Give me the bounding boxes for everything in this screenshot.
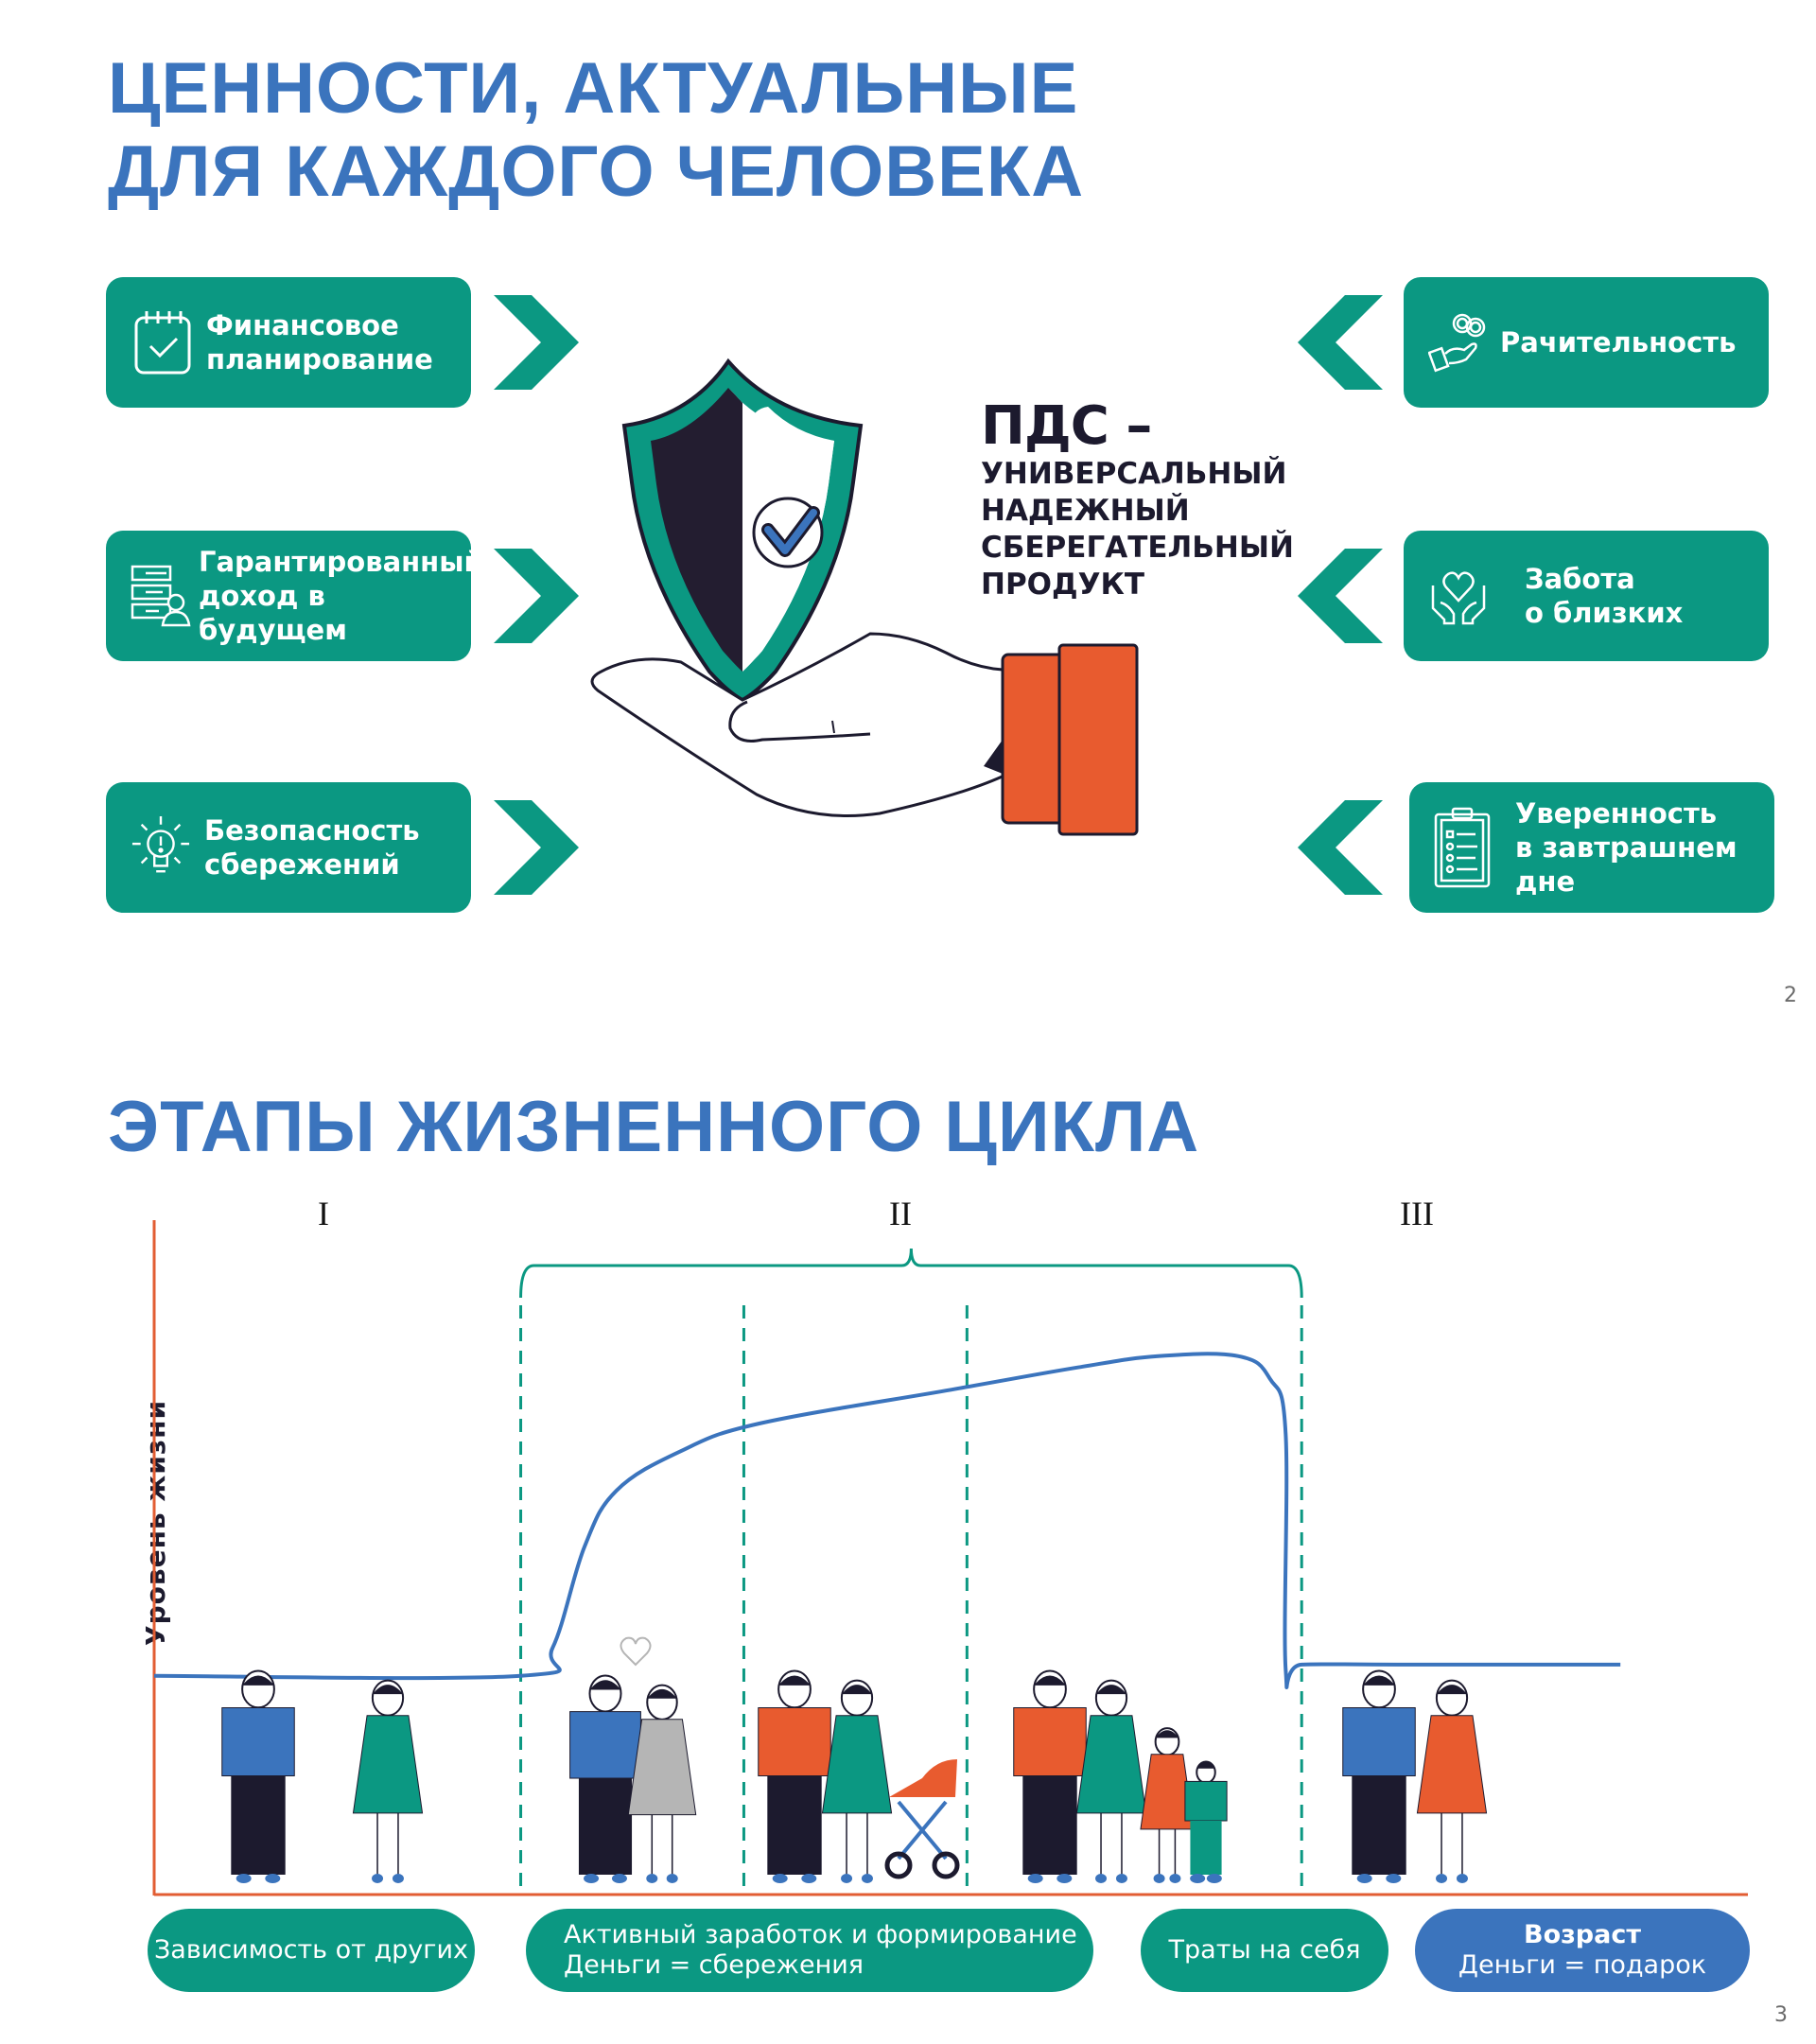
father-figure-2 (1013, 1669, 1087, 1883)
card-guaranteed-income: Гарантированный доход в будущем (106, 531, 483, 661)
bride-figure (627, 1684, 697, 1883)
people-illustrations (221, 1636, 1488, 1883)
card-label: Финансовое планирование (206, 309, 433, 376)
boy-figure (1184, 1760, 1228, 1883)
pill-text: Траты на себя (1168, 1935, 1361, 1965)
page2-title-line1: ЦЕННОСТИ, АКТУАЛЬНЫЕ (108, 48, 1079, 129)
pds-subheading: УНИВЕРСАЛЬНЫЙ НАДЕЖНЫЙ СБЕРЕГАТЕЛЬНЫЙ ПР… (981, 457, 1294, 602)
pill-line2: Деньги = сбережения (564, 1950, 864, 1980)
pds-caption: ПДС – УНИВЕРСАЛЬНЫЙ НАДЕЖНЫЙ СБЕРЕГАТЕЛЬ… (981, 397, 1294, 603)
card-confidence-tomorrow: Уверенность в завтрашнем дне (1409, 782, 1774, 913)
page-number: 3 (1774, 2003, 1788, 2027)
heart-icon (620, 1636, 652, 1667)
chevron-right-icon (494, 549, 579, 643)
chevron-left-icon (1298, 549, 1383, 643)
card-care-for-loved-ones: Забота о близких (1404, 531, 1769, 661)
document-list-person-icon (131, 562, 191, 630)
pds-heading: ПДС – (981, 395, 1152, 457)
sleeve-icon (1001, 643, 1139, 836)
stroller-icon (884, 1759, 960, 1879)
chevron-right-icon (494, 295, 579, 390)
page3-title: ЭТАПЫ ЖИЗНЕННОГО ЦИКЛА (108, 1087, 1200, 1167)
stage-pill-active-earning: Активный заработок и формирование Деньги… (526, 1909, 1093, 1992)
girl-figure (1140, 1727, 1195, 1883)
card-savings-security: Безопасность сбережений (106, 782, 471, 913)
life-level-curve (153, 1352, 1621, 1689)
pill-line2: Деньги = подарок (1458, 1950, 1707, 1980)
pill-line1: Активный заработок и формирование (564, 1920, 1077, 1949)
chevron-right-icon (494, 800, 579, 895)
shield-hand-illustration (590, 358, 1139, 836)
card-label: Рачительность (1500, 326, 1737, 358)
mother-with-baby-figure (821, 1679, 893, 1883)
phase-label-3: III (1400, 1195, 1434, 1232)
card-financial-planning: Финансовое планирование (106, 277, 471, 408)
hand-icon (590, 632, 1010, 817)
mother-figure-2 (1075, 1679, 1147, 1883)
stage-pill-dependence: Зависимость от других (148, 1909, 475, 1992)
stage-pill-self-spending: Траты на себя (1141, 1909, 1388, 1992)
card-label: Забота о близких (1525, 563, 1684, 629)
phase-label-2: II (889, 1195, 912, 1232)
card-label: Гарантированный доход в будущем (199, 546, 483, 646)
grandmother-figure (1416, 1679, 1488, 1883)
young-woman-figure (352, 1679, 424, 1883)
hand-coins-icon (1428, 308, 1489, 376)
father-figure (758, 1669, 831, 1883)
card-thriftiness: Рачительность (1404, 277, 1769, 408)
page2-title-line2: ДЛЯ КАЖДОГО ЧЕЛОВЕКА (108, 131, 1085, 212)
card-label: Безопасность сбережений (204, 814, 420, 881)
grandfather-figure (1342, 1669, 1416, 1883)
clipboard-checklist-icon (1432, 807, 1493, 888)
chevron-left-icon (1298, 295, 1383, 390)
pill-bold: Возраст (1523, 1920, 1642, 1949)
hands-heart-icon (1428, 562, 1489, 630)
lightbulb-exclamation-icon (131, 813, 191, 882)
phase-label-1: I (318, 1195, 329, 1232)
young-man-figure (221, 1669, 295, 1883)
chevron-left-icon (1298, 800, 1383, 895)
phase-two-brace (519, 1248, 1303, 1299)
pill-text: Зависимость от других (154, 1935, 468, 1965)
groom-figure (569, 1674, 641, 1883)
shield-icon (621, 358, 864, 703)
stage-pill-age: Возраст Деньги = подарок (1415, 1909, 1750, 1992)
card-label: Уверенность в завтрашнем дне (1515, 797, 1737, 898)
page-number: 2 (1784, 984, 1797, 1007)
calendar-check-icon (132, 308, 193, 376)
